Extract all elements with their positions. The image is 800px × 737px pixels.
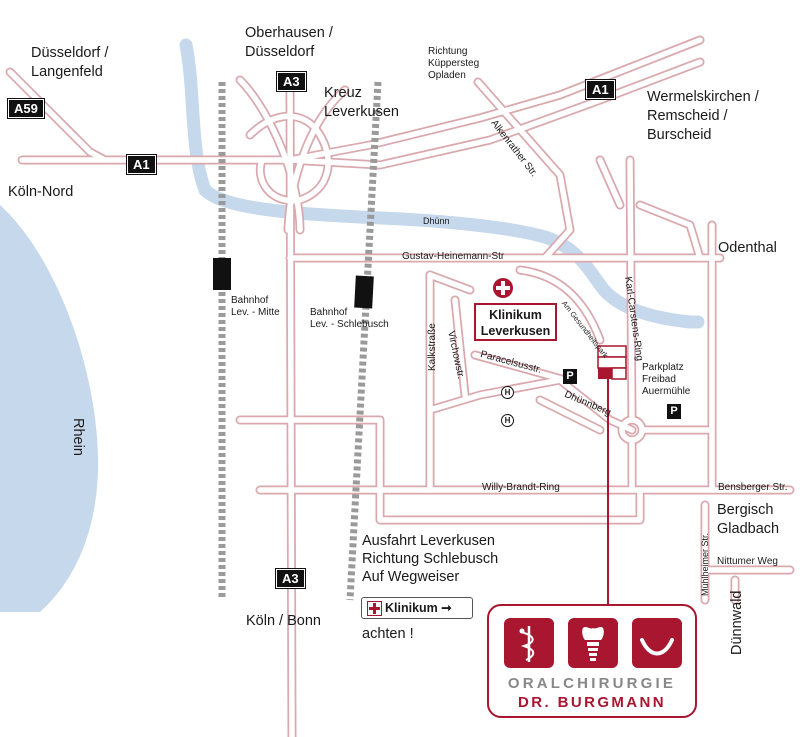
logo-line2: DR. BURGMANN <box>518 694 666 711</box>
smile-icon <box>632 618 682 668</box>
label-wermelskirchen: Wermelskirchen /Remscheid /Burscheid <box>647 89 759 143</box>
station-schlebusch-marker <box>354 275 374 309</box>
street-willy-brandt: Willy-Brandt-Ring <box>482 482 560 493</box>
street-muehlheimer: Mühlheimer Str. <box>700 532 710 596</box>
label-oberhausen: Oberhausen /Düsseldorf <box>245 25 333 60</box>
a3-north-shield: A3 <box>277 72 306 91</box>
label-rhein: Rhein <box>70 418 86 456</box>
klinikum-cross-icon <box>493 278 513 298</box>
street-kalkstrasse: Kalkstraße <box>427 323 438 371</box>
hospital-cross-icon <box>367 601 382 616</box>
street-gustav-heinemann: Gustav-Heinemann-Str <box>402 251 505 262</box>
a1-east-shield: A1 <box>586 80 615 99</box>
oralchirurgie-logo: ORALCHIRURGIE DR. BURGMANN <box>487 604 697 718</box>
directions-tail: achten ! <box>362 626 414 642</box>
sign-label: Klinikum <box>385 601 438 615</box>
duehnn-river <box>179 38 705 329</box>
road-network <box>5 35 795 737</box>
label-duennwald: Dünnwald <box>729 590 745 656</box>
a3-south-shield: A3 <box>276 569 305 588</box>
label-nittumer-weg: Nittumer Weg <box>717 556 778 567</box>
railways <box>213 81 382 601</box>
rhine-river <box>0 205 99 612</box>
parking-auermuehle-icon: P <box>667 404 681 419</box>
station-mitte-marker <box>213 258 231 290</box>
river-label-duehnn: Dhünn <box>423 216 450 226</box>
a1-west-shield: A1 <box>127 155 156 174</box>
label-duesseldorf-langenfeld: Düsseldorf /Langenfeld <box>31 45 109 80</box>
label-bensberger: Bensberger Str. <box>718 482 788 493</box>
a59-shield: A59 <box>8 99 44 118</box>
label-koeln-bonn: Köln / Bonn <box>246 613 321 629</box>
label-odenthal: Odenthal <box>718 240 777 256</box>
logo-line1: ORALCHIRURGIE <box>507 675 677 692</box>
bus-stop-icon: H <box>501 414 514 427</box>
dental-implant-icon <box>568 618 618 668</box>
clinic-route <box>597 345 627 604</box>
parking-icon: P <box>563 369 577 384</box>
bus-stop-icon: H <box>501 386 514 399</box>
caduceus-icon <box>504 618 554 668</box>
klinikum-road-sign: Klinikum ➞ <box>361 597 473 619</box>
label-koeln-nord: Köln-Nord <box>8 184 74 200</box>
arrow-right-icon: ➞ <box>441 601 452 615</box>
